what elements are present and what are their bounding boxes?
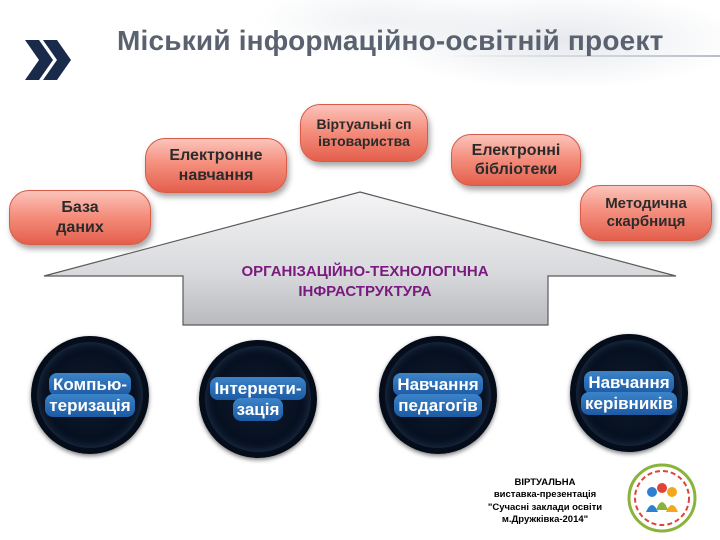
exhibition-caption-line3: "Сучасні заклади освіти xyxy=(487,501,603,513)
service-database-label: База даних xyxy=(56,199,104,236)
service-e-learning-label: Електронне навчання xyxy=(169,147,263,184)
infrastructure-label: ОРГАНІЗАЦІЙНО-ТЕХНОЛОГІЧНА ІНФРАСТРУКТУР… xyxy=(241,263,489,300)
foundation-computerization-label: Компью-теризація xyxy=(31,373,149,417)
title-underline xyxy=(440,55,720,57)
infrastructure-block xyxy=(43,191,677,326)
exhibition-caption-line1: ВІРТУАЛЬНА xyxy=(514,477,576,488)
computerization-text: Компью-теризація xyxy=(45,373,135,417)
exhibition-logo xyxy=(627,463,697,533)
exhibition-caption-line2: виставка-презентація xyxy=(493,489,597,501)
foundation-teacher-training-label: Навчання педагогів xyxy=(379,373,497,417)
teacher-training-text: Навчання педагогів xyxy=(393,373,483,417)
service-methodical-treasury: Методична скарбниця xyxy=(580,185,712,241)
service-virtual-communities-label: Віртуальні співтовариства xyxy=(316,116,412,149)
service-methodical-treasury-label: Методична скарбниця xyxy=(605,195,687,230)
exhibition-caption: ВІРТУАЛЬНА виставка-презентація "Сучасні… xyxy=(468,477,622,526)
service-virtual-communities: Віртуальні співтовариства xyxy=(300,104,428,162)
manager-training-text: Навчання керівників xyxy=(581,371,677,415)
service-e-learning: Електронне навчання xyxy=(145,138,287,193)
foundation-manager-training-label: Навчання керівників xyxy=(570,371,688,415)
internetization-text: Інтернети-зація xyxy=(210,377,306,421)
page-title: Міський інформаційно-освітній проект xyxy=(117,25,664,56)
foundation-internetization-label: Інтернети-зація xyxy=(199,377,317,421)
service-database: База даних xyxy=(9,190,151,245)
service-e-libraries-label: Електронні бібліотеки xyxy=(471,141,561,178)
service-e-libraries: Електронні бібліотеки xyxy=(451,134,581,186)
exhibition-caption-line4: м.Дружківка-2014" xyxy=(501,514,589,526)
double-chevron-icon xyxy=(25,40,71,80)
